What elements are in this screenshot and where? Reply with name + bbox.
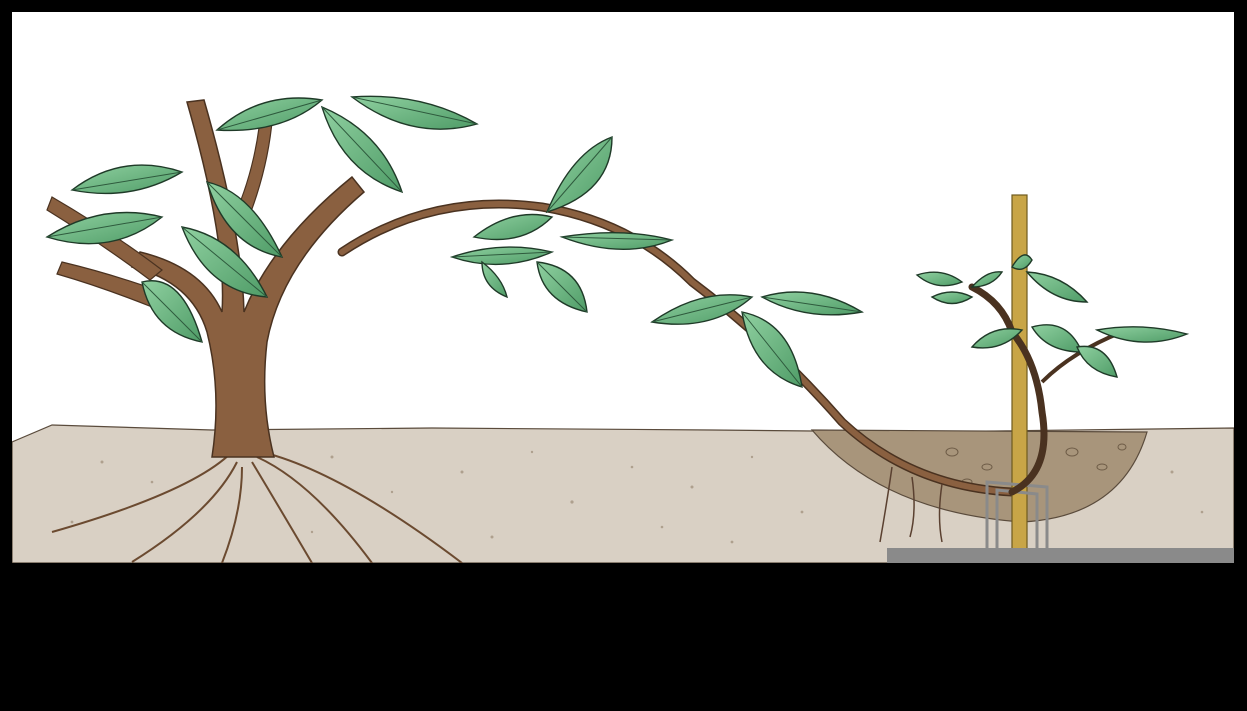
illustration-svg xyxy=(12,12,1234,563)
leaf-veins xyxy=(47,97,862,387)
gray-strip xyxy=(887,548,1234,563)
support-stake xyxy=(1012,195,1027,563)
bottom-black-band xyxy=(12,563,1234,703)
plant-layering-illustration xyxy=(12,12,1234,563)
